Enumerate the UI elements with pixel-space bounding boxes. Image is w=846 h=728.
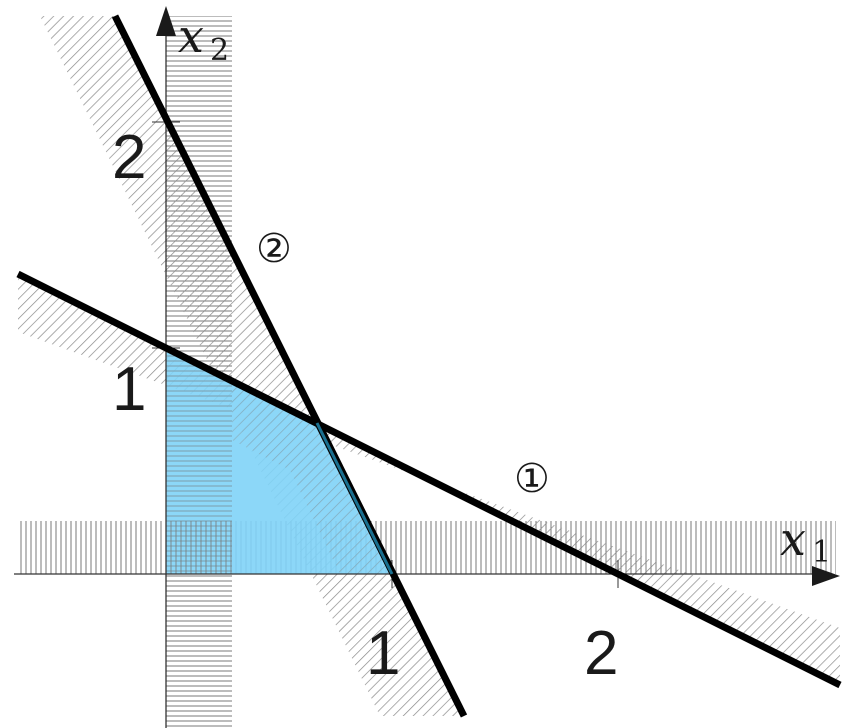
x1-axis-hatch-band	[20, 521, 836, 574]
feasible-edge	[315, 422, 394, 575]
x2-axis-subscript: 2	[210, 33, 229, 68]
line2-hatch-band	[40, 16, 467, 716]
feasible-horiz-hatch	[166, 348, 232, 574]
feasible-diag-hatch	[232, 381, 392, 574]
x2-axis-label: x	[178, 9, 204, 63]
constraint-line-1	[16, 270, 842, 689]
x1-axis-arrow	[812, 566, 840, 586]
x-tick-label-1: 1	[366, 619, 400, 688]
x2-axis-arrow	[156, 6, 176, 36]
x-tick-label-2: 2	[584, 619, 618, 688]
line-2-label: ②	[256, 226, 292, 272]
y-tick-label-1: 1	[112, 355, 146, 424]
y-tick-label-2: 2	[112, 123, 146, 192]
x1-axis-subscript: 1	[812, 535, 831, 570]
line-1-label: ①	[514, 456, 550, 502]
x1-axis-label: x	[780, 512, 806, 566]
constraint-line-2	[111, 14, 468, 718]
